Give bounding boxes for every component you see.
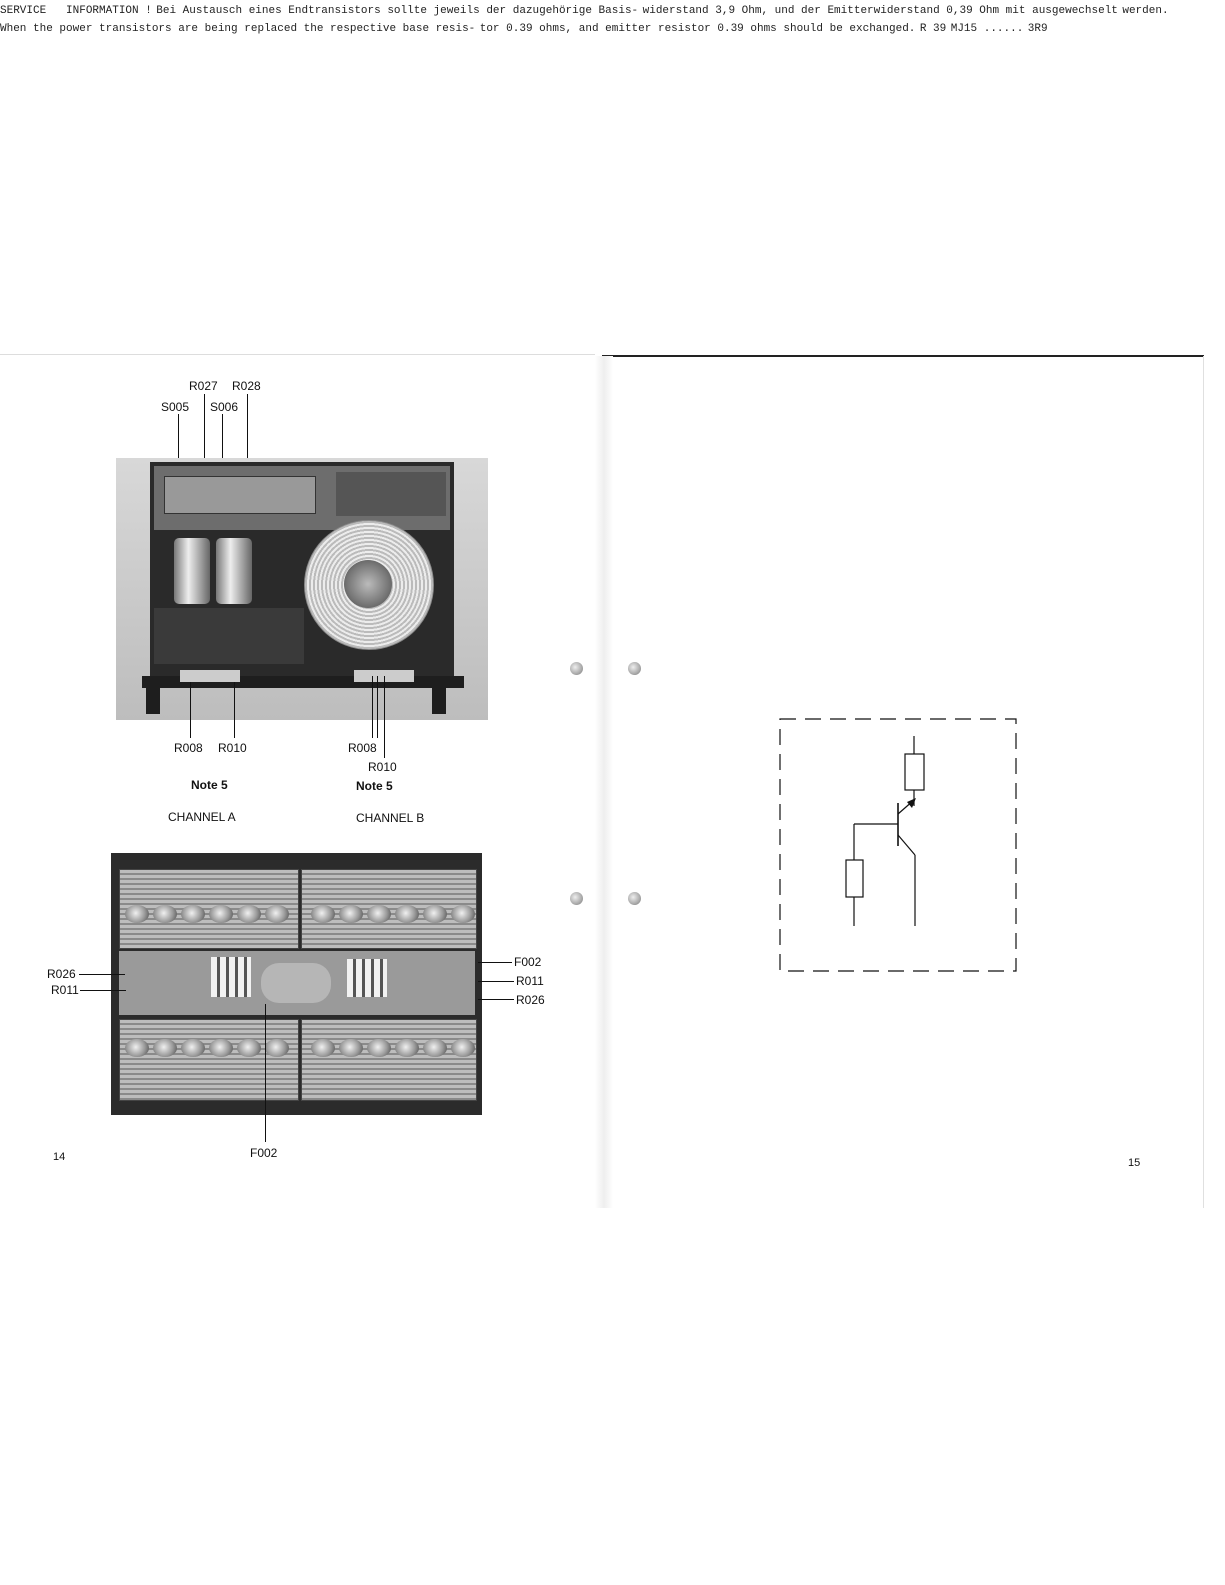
- top-rule-right: [602, 355, 1204, 357]
- top-rule-left: [0, 354, 595, 355]
- leader-line: [478, 999, 514, 1000]
- page-gutter: [595, 356, 613, 1208]
- note-channel-b: Note 5: [356, 779, 393, 793]
- label-r027: R027: [189, 379, 218, 393]
- service-heading: SERVICE INFORMATION !: [0, 5, 152, 17]
- leader-line: [204, 394, 205, 474]
- leader-line: [80, 990, 126, 991]
- leader-line: [79, 974, 125, 975]
- label-r008-channel-b: R008: [348, 741, 377, 755]
- leader-line: [178, 414, 179, 474]
- channel-a-heading: CHANNEL A: [168, 810, 236, 824]
- label-r026-right: R026: [516, 993, 545, 1007]
- transistor-schematic: [779, 718, 1017, 972]
- leader-line: [234, 682, 235, 738]
- leader-line: [247, 394, 248, 474]
- label-f002-right: F002: [514, 955, 542, 969]
- resistor-3r9: [845, 859, 864, 898]
- note-channel-a: Note 5: [191, 778, 228, 792]
- leader-line: [478, 981, 514, 982]
- german-text-line-2: widerstand 3,9 Ohm, und der Emitterwider…: [642, 5, 1118, 17]
- channel-b-heading: CHANNEL B: [356, 811, 425, 825]
- binder-hole: [628, 892, 641, 905]
- leader-line: [372, 676, 373, 738]
- label-r008-channel-a: R008: [174, 741, 203, 755]
- label-mj15: MJ15 ......: [950, 23, 1024, 35]
- label-r028: R028: [232, 379, 261, 393]
- label-r010-channel-a: R010: [218, 741, 247, 755]
- label-s006: S006: [210, 400, 239, 414]
- page-number-right: 15: [1128, 1157, 1141, 1169]
- german-text-line-3: werden.: [1122, 5, 1169, 17]
- binder-hole: [570, 662, 583, 675]
- leader-line: [190, 682, 191, 738]
- german-text-line-1: Bei Austausch eines Endtransistors sollt…: [156, 5, 639, 17]
- leader-line: [265, 1004, 266, 1142]
- label-3r9: 3R9: [1027, 23, 1048, 35]
- label-r011-left: R011: [51, 983, 79, 997]
- binder-hole: [570, 892, 583, 905]
- amplifier-interior-photo: [116, 458, 488, 720]
- label-f002-bottom: F002: [250, 1146, 278, 1160]
- leader-line: [377, 676, 378, 738]
- leader-line: [222, 414, 223, 474]
- right-page-edge: [1203, 356, 1204, 1208]
- label-r026-left: R026: [47, 967, 76, 981]
- leader-line: [384, 676, 385, 758]
- label-r011-right: R011: [516, 974, 544, 988]
- label-r010-channel-b: R010: [368, 760, 397, 774]
- label-s005: S005: [161, 400, 190, 414]
- leader-line: [478, 962, 512, 963]
- resistor-r39: [904, 753, 925, 791]
- power-stage-photo: [111, 853, 482, 1115]
- english-text-line-1: When the power transistors are being rep…: [0, 23, 476, 35]
- english-text-line-2: tor 0.39 ohms, and emitter resistor 0.39…: [479, 23, 916, 35]
- binder-hole: [628, 662, 641, 675]
- label-r39: R 39: [919, 23, 947, 35]
- page-number-left: 14: [53, 1151, 66, 1163]
